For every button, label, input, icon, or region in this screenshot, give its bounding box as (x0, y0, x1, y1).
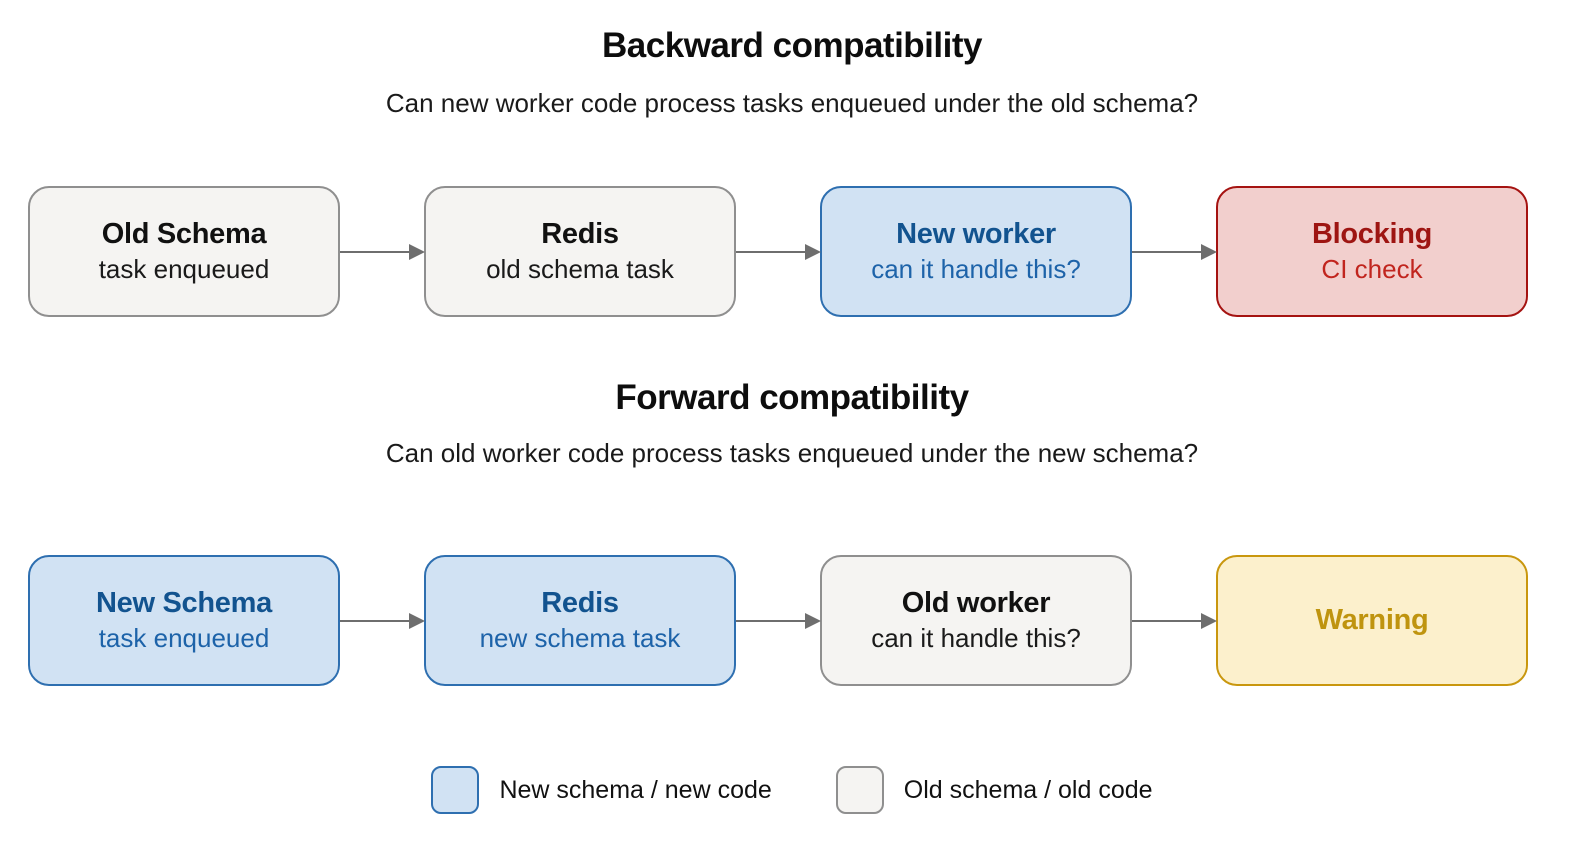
forward-section-subtitle: Can old worker code process tasks enqueu… (385, 438, 1199, 468)
node-new-worker: New worker can it handle this? (820, 186, 1132, 317)
flow-arrow-right-icon (736, 555, 821, 686)
node-blocking: Blocking CI check (1216, 186, 1528, 317)
backward-section-title: Backward compatibility (602, 26, 982, 65)
node-old-worker: Old worker can it handle this? (820, 555, 1132, 686)
node-title: New worker (896, 218, 1056, 251)
flow-arrow-right-icon (1132, 555, 1217, 686)
legend-swatch-neutral-icon (835, 766, 884, 814)
flow-arrow-right-icon (340, 186, 425, 317)
node-warning: Warning (1216, 555, 1528, 686)
legend-label: New schema / new code (499, 775, 772, 804)
node-title: Redis (541, 587, 619, 620)
node-subtitle: task enqueued (98, 253, 270, 284)
node-title: Blocking (1311, 218, 1433, 251)
node-subtitle: can it handle this? (871, 253, 1081, 284)
node-title: New Schema (96, 587, 272, 620)
flow-arrow-right-icon (1132, 186, 1217, 317)
node-title: Old worker (901, 587, 1051, 620)
backward-section-subtitle: Can new worker code process tasks enqueu… (385, 88, 1199, 118)
legend-swatch-blue-icon (431, 766, 480, 814)
forward-section-title: Forward compatibility (615, 378, 969, 417)
node-redis-old: Redis old schema task (424, 186, 736, 317)
node-title: Redis (541, 218, 619, 251)
node-subtitle: can it handle this? (871, 622, 1081, 653)
node-title: Warning (1315, 604, 1429, 637)
node-subtitle: old schema task (486, 253, 674, 284)
forward-flow-row: New Schema task enqueued Redis new schem… (28, 555, 1528, 686)
node-subtitle: CI check (1321, 253, 1423, 284)
node-redis-new: Redis new schema task (424, 555, 736, 686)
legend-item-new: New schema / new code (431, 766, 772, 814)
legend: New schema / new code Old schema / old c… (0, 766, 1584, 814)
legend-item-old: Old schema / old code (835, 766, 1153, 814)
legend-label: Old schema / old code (903, 775, 1153, 804)
node-old-schema: Old Schema task enqueued (28, 186, 340, 317)
node-new-schema: New Schema task enqueued (28, 555, 340, 686)
node-subtitle: new schema task (479, 622, 681, 653)
flow-arrow-right-icon (736, 186, 821, 317)
node-subtitle: task enqueued (98, 622, 270, 653)
node-title: Old Schema (101, 218, 267, 251)
backward-flow-row: Old Schema task enqueued Redis old schem… (28, 186, 1528, 317)
flow-arrow-right-icon (340, 555, 425, 686)
